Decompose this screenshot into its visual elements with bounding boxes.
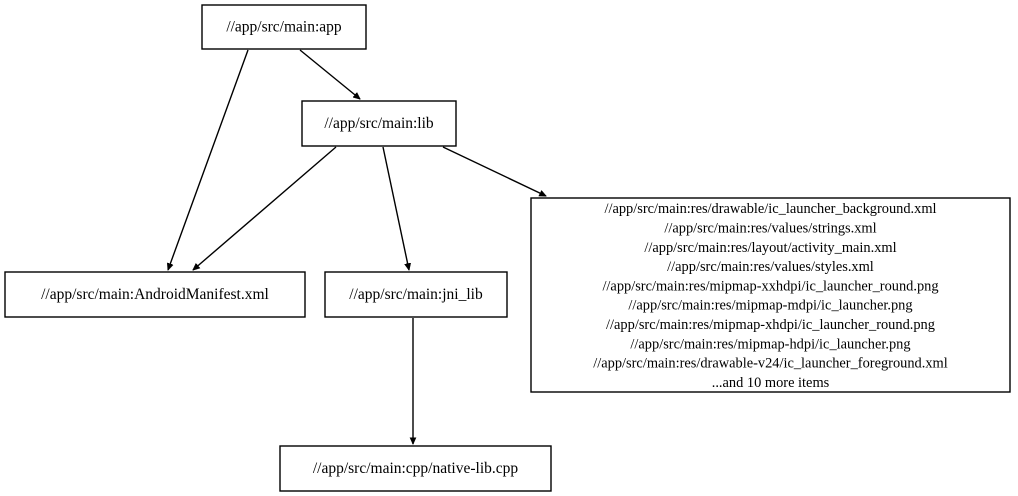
- node-label-resources-line-7: //app/src/main:res/mipmap-hdpi/ic_launch…: [630, 336, 910, 352]
- graph-node-manifest[interactable]: //app/src/main:AndroidManifest.xml: [4, 271, 306, 318]
- node-box-manifest[interactable]: [4, 271, 306, 318]
- graph-node-resources[interactable]: //app/src/main:res/drawable/ic_launcher_…: [530, 197, 1011, 393]
- node-box-resources[interactable]: [530, 197, 1011, 393]
- node-label-lib: //app/src/main:lib: [324, 115, 434, 132]
- node-label-resources-line-5: //app/src/main:res/mipmap-mdpi/ic_launch…: [628, 298, 912, 314]
- node-label-app: //app/src/main:app: [226, 19, 342, 36]
- node-label-resources-line-2: //app/src/main:res/layout/activity_main.…: [644, 240, 896, 256]
- node-label-manifest: //app/src/main:AndroidManifest.xml: [41, 286, 269, 303]
- node-label-native_lib: //app/src/main:cpp/native-lib.cpp: [313, 460, 519, 477]
- node-label-resources-line-3: //app/src/main:res/values/styles.xml: [667, 259, 874, 275]
- graph-edge-lib-to-resources: [442, 146, 546, 197]
- graph-node-jni_lib[interactable]: //app/src/main:jni_lib: [324, 271, 508, 318]
- edges-layer: [168, 49, 546, 444]
- node-label-resources-line-4: //app/src/main:res/mipmap-xxhdpi/ic_laun…: [602, 278, 938, 294]
- graph-edge-app-to-manifest: [168, 49, 249, 270]
- node-box-app[interactable]: [201, 4, 367, 50]
- graph-edge-app-to-lib: [299, 49, 360, 99]
- graph-node-app[interactable]: //app/src/main:app: [201, 4, 367, 50]
- node-box-native_lib[interactable]: [279, 445, 552, 492]
- graph-node-native_lib[interactable]: //app/src/main:cpp/native-lib.cpp: [279, 445, 552, 492]
- graph-edge-lib-to-manifest: [193, 146, 337, 270]
- node-box-jni_lib[interactable]: [324, 271, 508, 318]
- node-label-resources-line-1: //app/src/main:res/values/strings.xml: [664, 220, 876, 236]
- graph-edge-lib-to-jni_lib: [382, 146, 409, 270]
- nodes-layer: //app/src/main:app //app/src/main:lib //ap…: [4, 4, 1011, 492]
- node-label-jni_lib: //app/src/main:jni_lib: [349, 286, 483, 303]
- node-label-resources-line-0: //app/src/main:res/drawable/ic_launcher_…: [604, 201, 936, 217]
- node-label-resources-line-8: //app/src/main:res/drawable-v24/ic_launc…: [593, 356, 947, 372]
- node-label-resources-line-9: ...and 10 more items: [712, 375, 830, 391]
- graph-node-lib[interactable]: //app/src/main:lib: [301, 100, 457, 147]
- node-label-resources-line-6: //app/src/main:res/mipmap-xhdpi/ic_launc…: [606, 317, 935, 333]
- node-box-lib[interactable]: [301, 100, 457, 147]
